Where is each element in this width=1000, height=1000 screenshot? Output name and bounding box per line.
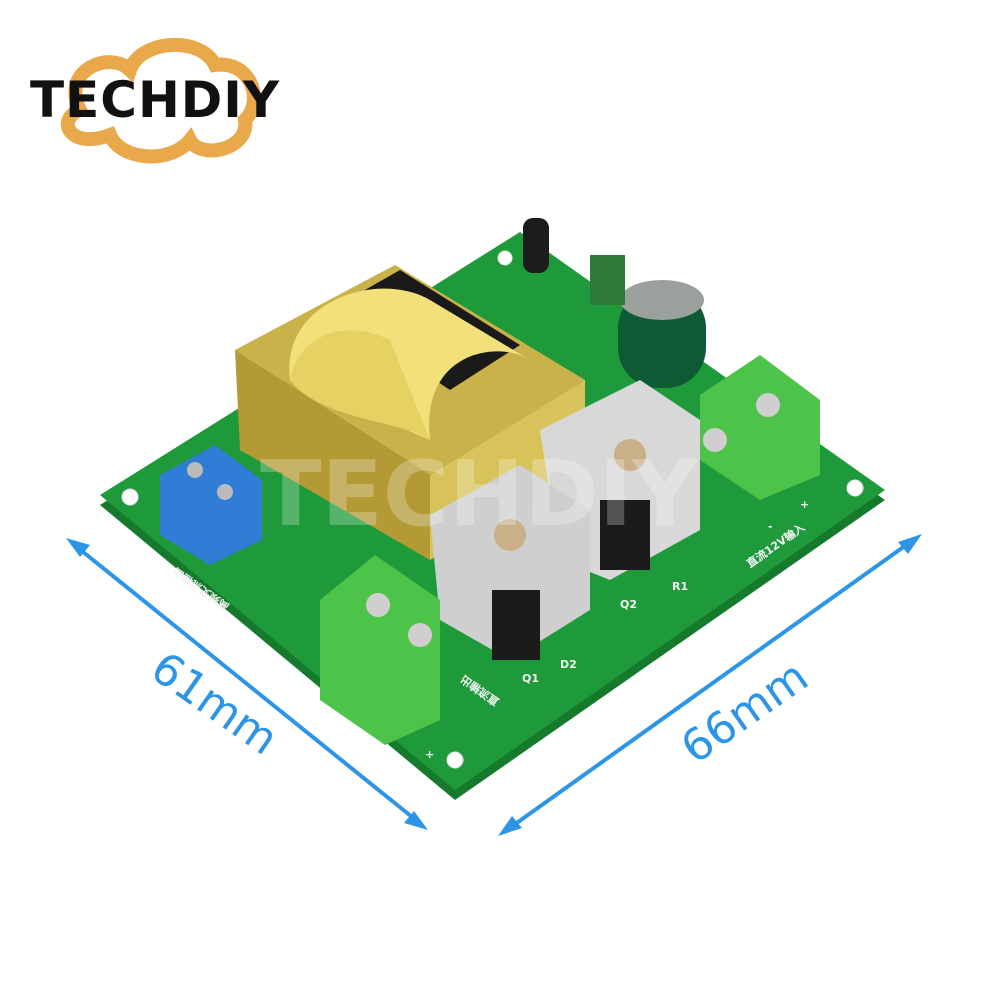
capacitor-top [620, 280, 704, 320]
q1-label: Q1 [522, 672, 539, 685]
output-terminal-block[interactable] [320, 555, 440, 745]
length-label: 66mm [672, 651, 817, 774]
plus-label: + [425, 748, 434, 761]
r1-label: R1 [672, 580, 688, 593]
logo-text: TECHDIY [30, 71, 280, 129]
d2-label: D2 [560, 658, 577, 671]
ac-output-terminal[interactable] [160, 445, 262, 565]
transformer [235, 265, 585, 560]
film-capacitor [590, 255, 625, 305]
mounting-hole [446, 751, 464, 769]
input-terminal-block[interactable] [700, 355, 820, 500]
brand-logo: TECHDIY [30, 38, 280, 164]
small-capacitor [523, 218, 549, 273]
width-label: 61mm [142, 642, 287, 765]
q2-label: Q2 [620, 598, 637, 611]
mounting-hole [121, 488, 139, 506]
plus-label-input: + [800, 498, 809, 511]
minus-label-input: - [768, 520, 773, 533]
mounting-hole [846, 479, 864, 497]
mounting-hole [497, 250, 513, 266]
heatsink-q1 [430, 465, 590, 660]
watermark: TECHDIY [260, 442, 699, 547]
